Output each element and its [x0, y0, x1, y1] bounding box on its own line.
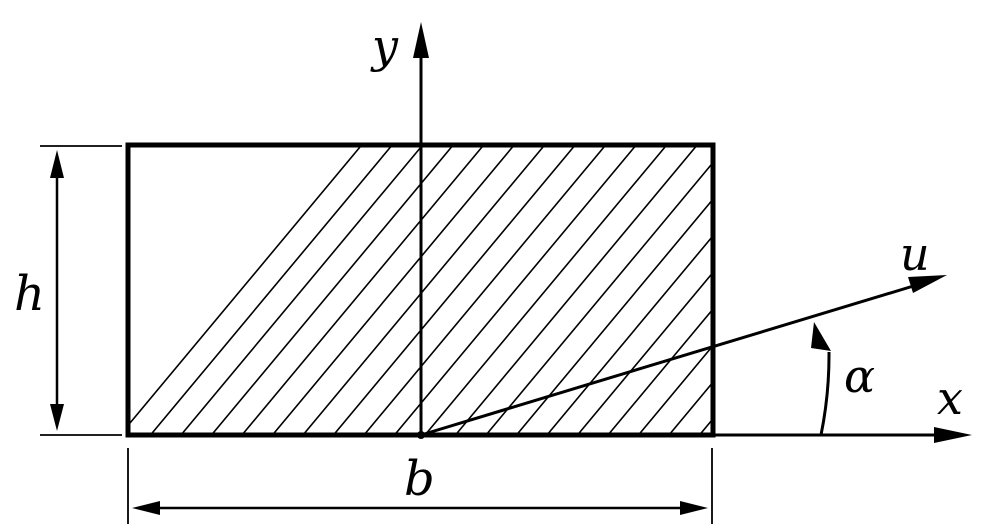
- u-axis-label: u: [900, 227, 930, 281]
- x-axis-arrowhead: [934, 427, 972, 443]
- hatch-line: [241, 147, 483, 435]
- width-label: b: [404, 451, 435, 507]
- hatch-line: [607, 308, 712, 435]
- width-arrow-left: [132, 501, 160, 515]
- height-arrow-top: [50, 150, 64, 178]
- hatch-line: [974, 147, 984, 435]
- hatch-line: [210, 147, 453, 435]
- hatch-line: [454, 147, 697, 435]
- y-axis-label: y: [370, 19, 399, 73]
- hatch-line: [424, 147, 666, 435]
- hatch-line: [698, 418, 712, 435]
- hatch-line: [576, 272, 712, 435]
- hatch-line: [130, 147, 361, 425]
- height-label: h: [14, 266, 45, 322]
- u-axis-line: [420, 282, 921, 437]
- angle-alpha-label: α: [844, 349, 875, 403]
- hatch-line: [515, 199, 712, 435]
- hatch-line: [180, 147, 422, 435]
- hatch-line: [271, 147, 514, 435]
- hatch-line: [668, 382, 712, 435]
- width-arrow-right: [680, 501, 708, 515]
- y-axis-arrowhead: [413, 22, 429, 58]
- section-hatching: [130, 147, 984, 435]
- hatch-line: [149, 147, 392, 435]
- height-arrow-bottom: [50, 404, 64, 431]
- hatch-line: [332, 147, 575, 435]
- angle-alpha-arc: [819, 351, 831, 436]
- origin-point: [417, 431, 425, 439]
- angle-alpha-arrowhead: [811, 322, 831, 351]
- x-axis-label: x: [937, 371, 963, 425]
- hatch-line: [485, 162, 712, 435]
- hatch-line: [546, 235, 712, 435]
- u-axis-arrowhead: [908, 275, 947, 293]
- hatch-line: [637, 345, 712, 435]
- hatch-line: [363, 147, 605, 435]
- hatch-line: [302, 147, 544, 435]
- hatch-line: [393, 147, 636, 435]
